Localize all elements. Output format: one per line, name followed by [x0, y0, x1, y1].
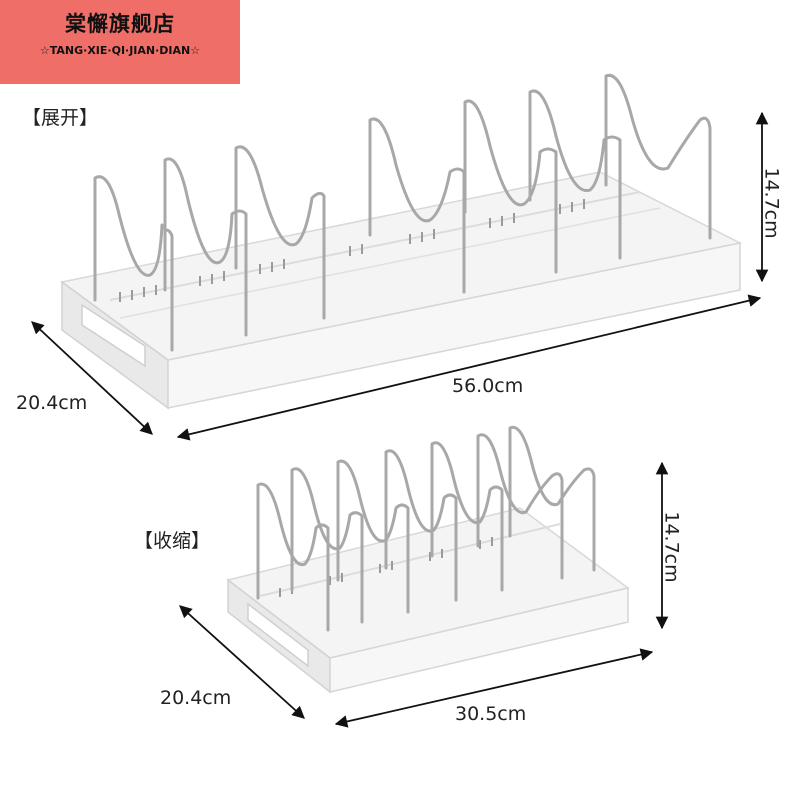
brand-pinyin: ☆TANG·XIE·QI·JIAN·DIAN☆	[39, 44, 201, 57]
collapsed-rack	[226, 425, 630, 694]
collapsed-depth-arrow	[179, 605, 305, 719]
expanded-depth-label: 20.4cm	[16, 392, 88, 414]
brand-banner: 棠懈旗舰店 ☆TANG·XIE·QI·JIAN·DIAN☆	[0, 0, 240, 84]
collapsed-width-label: 30.5cm	[455, 703, 527, 725]
expanded-height-label: 14.7cm	[760, 167, 783, 239]
dimension-arrows	[31, 111, 769, 728]
collapsed-depth-label: 20.4cm	[160, 687, 232, 709]
expanded-state-label: 【展开】	[22, 107, 99, 129]
expanded-depth-arrow	[31, 321, 153, 435]
expanded-rack	[60, 73, 743, 410]
collapsed-height-label: 14.7cm	[660, 511, 683, 583]
expanded-width-label: 56.0cm	[452, 375, 524, 397]
collapsed-width-arrow	[334, 648, 654, 728]
expanded-width-arrow	[176, 294, 762, 441]
collapsed-state-label: 【收缩】	[134, 530, 211, 552]
brand-name: 棠懈旗舰店	[65, 11, 175, 36]
